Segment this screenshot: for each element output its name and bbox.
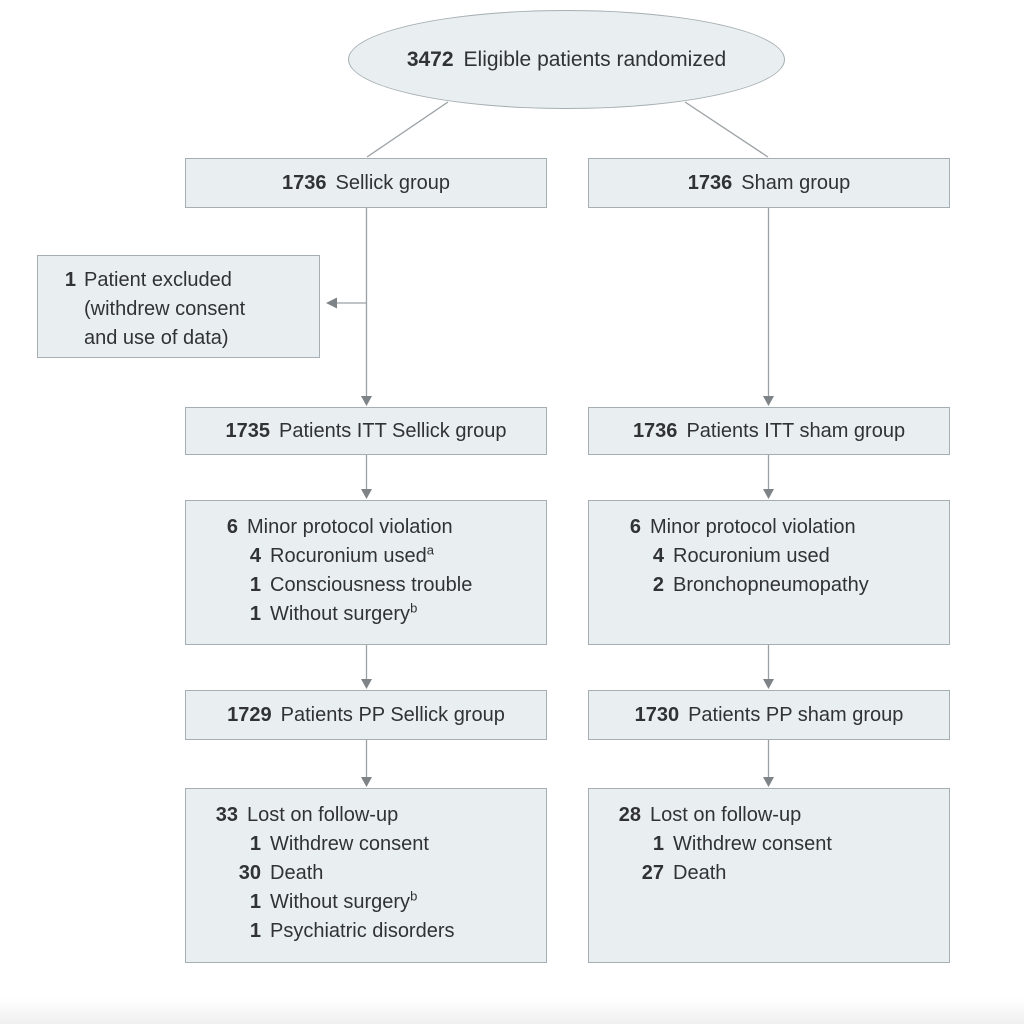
line-count: 33 — [215, 804, 238, 826]
flow-line-item: 1 Psychiatric disorders — [235, 917, 540, 946]
node-label: Sellick group — [335, 172, 450, 194]
arrow-down-icon — [361, 777, 372, 787]
node-count: 1730 — [634, 704, 680, 726]
connector-root-to-sellick — [366, 101, 449, 158]
line-count: 1 — [64, 269, 76, 291]
line-count: 28 — [618, 804, 641, 826]
node-followup-sham: 28 Lost on follow-up 1 Withdrew consent 27 De… — [588, 788, 950, 963]
arrow-down-icon — [763, 679, 774, 689]
line-count: 1 — [249, 574, 261, 596]
arrow-down-icon — [763, 489, 774, 499]
line-count: 6 — [226, 516, 238, 538]
line-label: Lost on follow-up — [247, 804, 399, 826]
line-count: 4 — [652, 545, 664, 567]
line-count: 2 — [652, 574, 664, 596]
line-count: 1 — [249, 920, 261, 942]
line-label: Death — [270, 862, 324, 884]
node-count: 1735 — [225, 420, 270, 442]
flow-line-item: 6 Minor protocol violation — [615, 513, 943, 542]
line-count: 6 — [629, 516, 641, 538]
line-label: Lost on follow-up — [650, 804, 802, 826]
node-label: Eligible patients randomized — [463, 47, 727, 71]
flow-line-item: (withdrew consent — [62, 295, 311, 324]
node-label: Patients ITT Sellick group — [278, 420, 507, 442]
node-eligible-randomized: 3472 Eligible patients randomized — [348, 10, 785, 109]
line-label: (withdrew consent — [84, 298, 246, 320]
line-label: Withdrew consent — [270, 833, 429, 855]
node-count: 1729 — [227, 704, 272, 726]
line-count: 1 — [249, 603, 261, 625]
footnote-marker: b — [410, 600, 418, 616]
node-count: 3472 — [406, 47, 454, 71]
node-count: 1736 — [687, 172, 733, 194]
flow-line-item: 1 Without surgeryb — [235, 888, 540, 917]
line-count: 30 — [238, 862, 261, 884]
line-count: 4 — [249, 545, 261, 567]
line-label: Patient excluded — [84, 269, 232, 291]
flow-line-item: 33 Lost on follow-up — [212, 801, 540, 830]
node-itt-sham: 1736 Patients ITT sham group — [588, 407, 950, 455]
node-label: Patients ITT sham group — [686, 420, 906, 442]
node-sham-group: 1736 Sham group — [588, 158, 950, 208]
line-label: Without surgeryb — [270, 888, 418, 913]
node-pp-sellick: 1729 Patients PP Sellick group — [185, 690, 547, 740]
node-sellick-group: 1736 Sellick group — [185, 158, 547, 208]
line-label: Minor protocol violation — [247, 516, 453, 538]
flow-line-item: and use of data) — [62, 324, 311, 353]
node-label: Patients PP sham group — [688, 704, 904, 726]
flow-line-item: 1 Withdrew consent — [638, 830, 943, 859]
line-count: 1 — [249, 833, 261, 855]
arrow-down-icon — [361, 679, 372, 689]
flow-line-item: 4 Rocuronium used — [638, 542, 943, 571]
arrow-down-icon — [763, 777, 774, 787]
node-pp-sham: 1730 Patients PP sham group — [588, 690, 950, 740]
arrow-down-icon — [361, 396, 372, 406]
line-label: Bronchopneumopathy — [673, 574, 869, 596]
flow-line-item: 4 Rocuronium useda — [235, 542, 540, 571]
flow-line-item: 1 Patient excluded — [62, 266, 311, 295]
flow-line-item: 1 Consciousness trouble — [235, 571, 540, 600]
node-count: 1736 — [281, 172, 327, 194]
line-label: Minor protocol violation — [650, 516, 856, 538]
node-violations-sham: 6 Minor protocol violation 4 Rocuronium use… — [588, 500, 950, 645]
line-label: Consciousness trouble — [270, 574, 473, 596]
flow-line-item: 27 Death — [638, 859, 943, 888]
node-itt-sellick: 1735 Patients ITT Sellick group — [185, 407, 547, 455]
page-bottom-fade — [0, 998, 1024, 1024]
node-label: Patients PP Sellick group — [280, 704, 505, 726]
flow-line-item: 1 Without surgeryb — [235, 600, 540, 629]
line-label: and use of data) — [84, 327, 229, 349]
flow-line-item: 30 Death — [235, 859, 540, 888]
line-count: 27 — [641, 862, 664, 884]
footnote-marker: b — [410, 888, 418, 904]
connector-root-to-sham — [684, 101, 769, 158]
flow-line-item: 6 Minor protocol violation — [212, 513, 540, 542]
node-violations-sellick: 6 Minor protocol violation 4 Rocuronium use… — [185, 500, 547, 645]
node-count: 1736 — [632, 420, 678, 442]
arrow-down-icon — [763, 396, 774, 406]
line-label: Rocuronium useda — [270, 542, 434, 567]
arrow-left-icon — [326, 297, 337, 309]
line-label: Rocuronium used — [673, 545, 830, 567]
line-count: 1 — [652, 833, 664, 855]
line-label: Withdrew consent — [673, 833, 832, 855]
node-followup-sellick: 33 Lost on follow-up 1 Withdrew consent 30 De… — [185, 788, 547, 963]
footnote-marker: a — [426, 542, 434, 558]
node-patient-excluded: 1 Patient excluded (withdrew consent and us… — [37, 255, 320, 358]
flow-line-item: 2 Bronchopneumopathy — [638, 571, 943, 600]
line-label: Psychiatric disorders — [270, 920, 455, 942]
line-label: Without surgeryb — [270, 600, 418, 625]
line-label: Death — [673, 862, 727, 884]
line-count: 1 — [249, 891, 261, 913]
flow-line-item: 1 Withdrew consent — [235, 830, 540, 859]
arrow-down-icon — [361, 489, 372, 499]
flow-line-item: 28 Lost on follow-up — [615, 801, 943, 830]
node-label: Sham group — [741, 172, 851, 194]
